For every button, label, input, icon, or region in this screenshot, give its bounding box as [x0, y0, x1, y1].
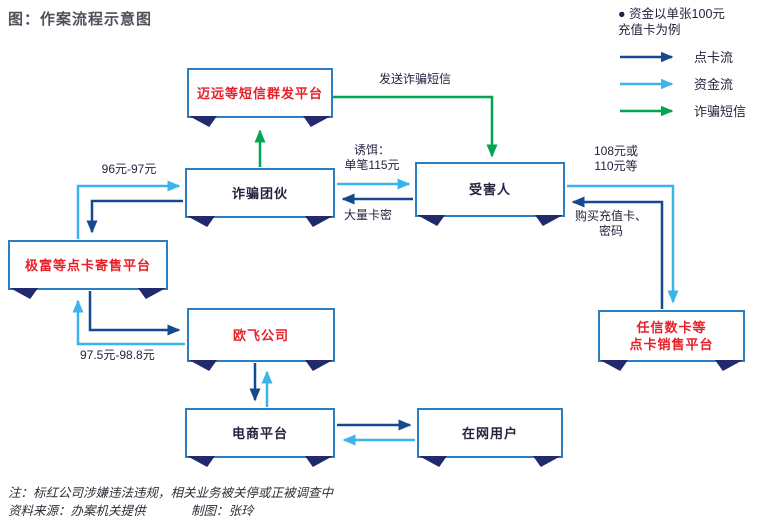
bullet-icon: ●	[618, 7, 626, 21]
arrow-oufei-money-to-consignment	[72, 299, 185, 346]
ribbon-foot	[419, 456, 447, 467]
footnote-source-credit: 资料来源：办案机关提供 制图：张玲	[8, 502, 333, 520]
legend-note-line1: 资金以单张100元	[629, 7, 725, 21]
edge-label-price-96-97: 96元-97元	[101, 162, 157, 176]
ribbon-foot	[10, 288, 38, 299]
node-consignment-platform: 极富等点卡寄售平台	[8, 240, 168, 299]
edge-label-price-108-line2: 110元等	[594, 159, 638, 173]
node-sms-platform: 迈远等短信群发平台	[187, 68, 333, 127]
legend-item-scam-sms: 诈骗短信	[618, 97, 764, 124]
legend: ● 资金以单张100元 充值卡为例 点卡流 资金流 诈骗短信	[618, 6, 764, 124]
arrow-sms-platform-to-victim	[333, 95, 498, 158]
ribbon-foot	[303, 116, 331, 127]
legend-item-money-flow: 资金流	[618, 70, 764, 97]
arrow-consignment-money-to-gang	[76, 180, 181, 239]
ribbon-foot	[535, 215, 563, 226]
node-oufei-company: 欧飞公司	[187, 308, 335, 371]
edge-label-send-sms: 发送诈骗短信	[378, 72, 451, 86]
arrow-victim-money-to-sales-platform	[567, 184, 679, 304]
legend-note: ● 资金以单张100元 充值卡为例	[618, 6, 764, 38]
footnote-source: 资料来源：办案机关提供	[8, 504, 146, 518]
node-label: 欧飞公司	[232, 327, 289, 343]
node-label-line2: 点卡销售平台	[629, 337, 714, 352]
ribbon-foot	[715, 360, 743, 371]
ribbon-foot	[187, 216, 215, 227]
dark-arrow-icon	[620, 51, 674, 62]
legend-label: 点卡流	[694, 50, 734, 65]
legend-label: 诈骗短信	[694, 104, 747, 119]
node-victim: 受害人	[415, 162, 565, 226]
footnote-credit: 制图：张玲	[191, 504, 254, 518]
edge-label-buy-cards: 购买充值卡、 密码	[574, 209, 648, 239]
node-label: 极富等点卡寄售平台	[24, 257, 151, 273]
ribbon-foot	[189, 360, 217, 371]
edge-label-bait-line2: 单笔115元	[344, 158, 400, 172]
footnotes: 注：标红公司涉嫌违法违规，相关业务被关停或正被调查中 资料来源：办案机关提供 制…	[8, 484, 333, 520]
node-online-users: 在网用户	[417, 408, 563, 467]
edge-label-price-975-988: 97.5元-98.8元	[80, 348, 155, 362]
edge-label-buy-cards-line1: 购买充值卡、	[574, 209, 647, 223]
edge-label-price-108-110: 108元或 110元等	[585, 144, 647, 174]
node-label: 在网用户	[461, 425, 518, 441]
ribbon-foot	[187, 456, 215, 467]
edge-label-bait: 诱饵： 单笔115元	[331, 143, 413, 173]
node-ecommerce-platform: 电商平台	[185, 408, 335, 467]
green-arrow-icon	[620, 105, 674, 116]
ribbon-foot	[138, 288, 166, 299]
arrow-sales-platform-cards-to-victim	[571, 196, 664, 309]
edge-label-bait-line1: 诱饵：	[353, 143, 390, 157]
node-label: 电商平台	[231, 425, 288, 441]
edge-label-bulk-cards: 大量卡密	[344, 208, 393, 222]
ribbon-foot	[417, 215, 445, 226]
footnote-disclaimer: 注：标红公司涉嫌违法违规，相关业务被关停或正被调查中	[8, 486, 334, 500]
ribbon-foot	[305, 360, 333, 371]
light-arrow-icon	[620, 78, 674, 89]
edge-label-price-108-line1: 108元或	[593, 144, 639, 158]
page-title: 图：作案流程示意图	[8, 11, 153, 28]
arrow-gang-cards-to-consignment	[86, 199, 183, 234]
legend-label: 资金流	[694, 77, 734, 92]
ribbon-foot	[189, 116, 217, 127]
node-label: 迈远等短信群发平台	[196, 85, 323, 101]
node-card-sales-platform: 任信数卡等 点卡销售平台	[598, 310, 745, 371]
node-label-line1: 任信数卡等	[636, 320, 707, 335]
ribbon-foot	[600, 360, 628, 371]
node-label: 受害人	[468, 182, 511, 197]
ribbon-foot	[305, 456, 333, 467]
edge-label-buy-cards-line2: 密码	[598, 224, 623, 238]
node-label: 诈骗团伙	[231, 185, 288, 201]
node-fraud-gang: 诈骗团伙	[185, 168, 335, 227]
ribbon-foot	[305, 216, 333, 227]
ribbon-foot	[533, 456, 561, 467]
legend-note-line2: 充值卡为例	[618, 23, 681, 37]
arrow-consignment-cards-to-oufei	[88, 291, 181, 336]
legend-item-card-flow: 点卡流	[618, 43, 764, 70]
